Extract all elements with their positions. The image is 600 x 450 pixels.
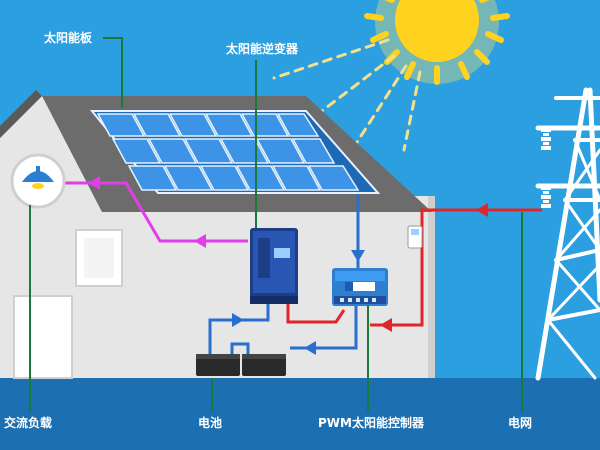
leader-lines xyxy=(29,37,523,412)
power-tower-icon xyxy=(535,87,600,381)
lamp-icon xyxy=(10,153,66,209)
sun-icon xyxy=(364,0,510,85)
inverter-icon xyxy=(250,228,298,304)
dc-arrows xyxy=(232,250,365,355)
label-ac-load: 交流负载 xyxy=(4,416,53,430)
load-arrows xyxy=(88,176,206,248)
label-pwm-controller: PWM太阳能控制器 xyxy=(318,416,424,430)
insulator-icons xyxy=(541,128,551,208)
label-inverter: 太阳能逆变器 xyxy=(226,42,299,56)
sun-rays xyxy=(272,38,422,152)
ground xyxy=(0,378,600,450)
label-solar-panel: 太阳能板 xyxy=(44,31,93,45)
door xyxy=(13,295,73,379)
meter-icon xyxy=(407,225,423,249)
battery-icon xyxy=(196,354,286,376)
solar-panel-icon xyxy=(89,110,381,194)
controller-icon xyxy=(332,268,388,306)
label-battery: 电池 xyxy=(198,416,223,430)
grid-arrows xyxy=(380,203,488,332)
label-grid: 电网 xyxy=(508,416,533,430)
